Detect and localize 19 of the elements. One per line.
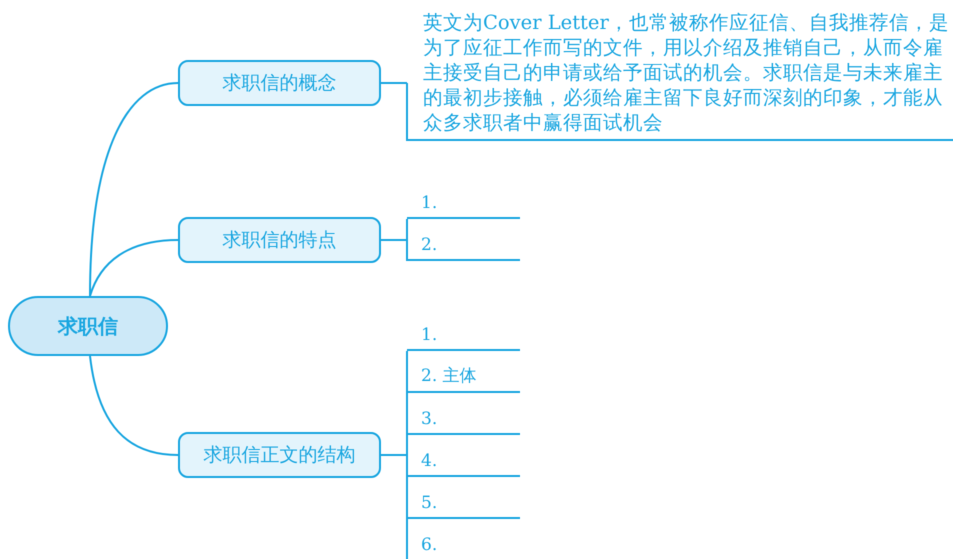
fill-in-line: 1. [407,188,520,219]
connector-line [89,82,178,296]
topic-box: 求职信正文的结构 [178,432,381,478]
mind-map-root: 求职信 [8,296,168,356]
connector-line [380,82,408,142]
connector-line [89,239,178,296]
fill-in-line: 3. [407,404,520,435]
fill-in-line: 2. [407,230,520,261]
fill-in-line: 6. [407,530,520,559]
fill-in-line: 5. [407,488,520,519]
definition-text: 英文为Cover Letter，也常被称作应征信、自我推荐信，是为了应征工作而写的文件，用以介绍及推销自己，从而令雇主接受自己的申请或给予面试的机会。求职信是与未来雇主的最初步接触，必须给雇主留下良好而深刻的印象，才能从众多求职者中赢得面试机会 [407,2,953,141]
fill-in-line: 2. 主体 [407,362,520,393]
connector-line [380,350,408,559]
fill-in-line: 4. [407,446,520,477]
connector-line [89,356,178,456]
topic-box: 求职信的特点 [178,217,381,263]
fill-in-line: 1. [407,320,520,351]
connector-line [380,218,408,262]
topic-box: 求职信的概念 [178,60,381,106]
